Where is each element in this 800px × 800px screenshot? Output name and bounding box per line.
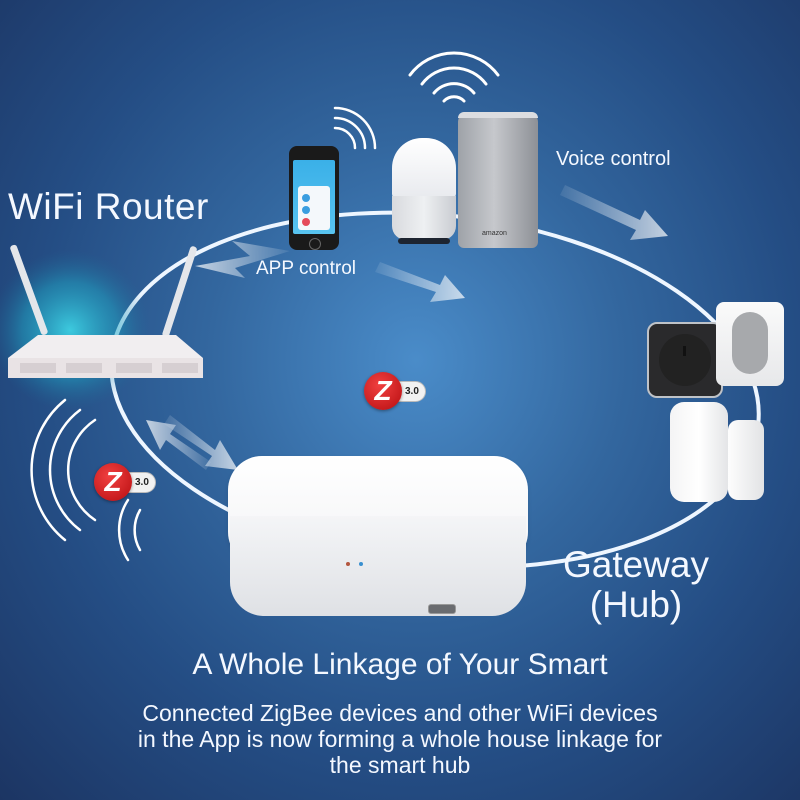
smart-speaker-white [392, 138, 456, 246]
status-led-red [346, 562, 350, 566]
wifi-router-label: WiFi Router [8, 186, 209, 227]
status-led-blue [359, 562, 363, 566]
headline: A Whole Linkage of Your Smart [192, 648, 608, 681]
wifi-waves-speakers [408, 51, 500, 103]
app-control-label: APP control [256, 258, 356, 279]
gateway-hub-label: Gateway (Hub) [563, 545, 709, 625]
wifi-waves-zigbee [30, 398, 142, 562]
gateway-label-line2: (Hub) [589, 584, 683, 625]
zigbee-badge-center: Z 3.0 [364, 372, 426, 410]
door-sensor-magnet [728, 420, 764, 500]
wifi-waves-phone [333, 106, 377, 150]
smart-plug-device [647, 322, 723, 398]
data-flow-arrows [146, 185, 668, 470]
zigbee-icon: Z [94, 463, 132, 501]
motion-sensor-device [716, 302, 784, 386]
description: Connected ZigBee devices and other WiFi … [40, 700, 760, 778]
zigbee-gateway-hub [228, 456, 528, 626]
description-line: in the App is now forming a whole house … [137, 726, 663, 752]
zigbee-badge-left: Z 3.0 [94, 463, 156, 501]
usb-port [428, 604, 456, 614]
smart-speaker-fabric: amazon [458, 112, 538, 248]
router-icon [8, 244, 203, 378]
smartphone-app [289, 146, 339, 250]
door-sensor-device [670, 402, 728, 502]
description-line: the smart hub [329, 752, 471, 778]
phone-screen [293, 160, 335, 234]
speaker-brand-label: amazon [482, 230, 507, 237]
voice-control-label: Voice control [556, 148, 671, 170]
wifi-router-device [8, 240, 208, 380]
description-line: Connected ZigBee devices and other WiFi … [142, 700, 658, 726]
zigbee-icon: Z [364, 372, 402, 410]
gateway-label-line1: Gateway [563, 544, 710, 585]
